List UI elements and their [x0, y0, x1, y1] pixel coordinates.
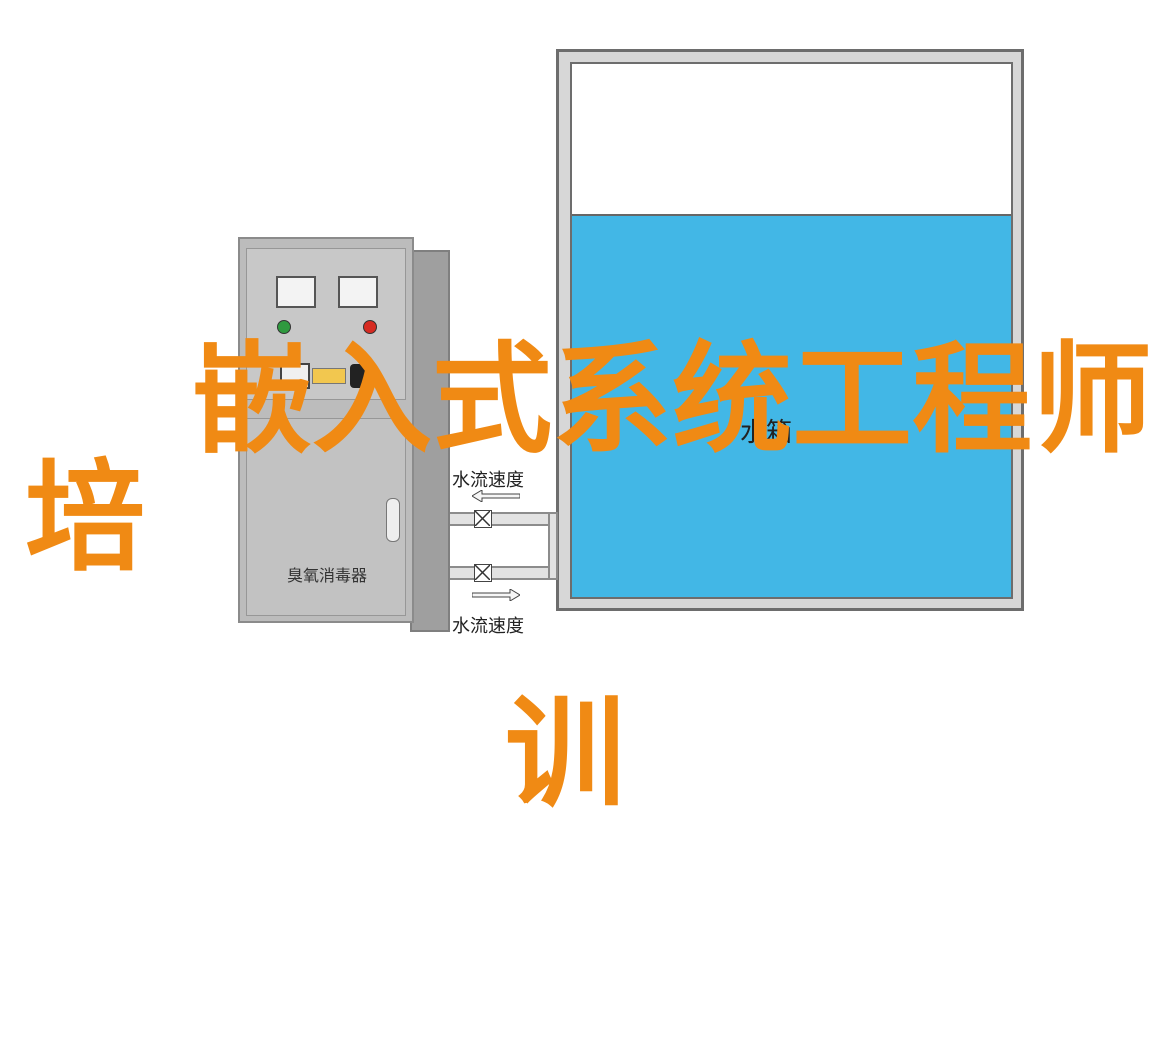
meter-left-icon: [276, 276, 316, 308]
flow-in-label: 水流速度: [452, 470, 524, 491]
warning-label-icon: [312, 368, 346, 384]
outlet-valve-icon: [474, 564, 492, 582]
cabinet-door: [246, 418, 406, 616]
inlet-valve-icon: [474, 510, 492, 528]
knob-icon: [350, 364, 368, 388]
title-line-1: 嵌入式系统工程师培: [25, 331, 1153, 588]
cabinet-side: [410, 250, 450, 632]
flow-out-label: 水流速度: [452, 616, 524, 637]
vertical-pipe: [548, 512, 558, 580]
green-button-icon: [277, 320, 291, 334]
water-fill: [572, 214, 1011, 597]
title: 嵌入式系统工程师培 训: [25, 224, 1155, 1050]
diagram: 水箱 水流速度 水流速度 臭氧消毒器 嵌入式系统工程师培 训: [25, 49, 1152, 815]
title-line-2: 训: [505, 685, 625, 824]
cabinet-label: 臭氧消毒器: [287, 566, 368, 585]
left-arrow-icon: [472, 490, 520, 502]
door-handle-icon: [386, 498, 400, 542]
meter-right-icon: [338, 276, 378, 308]
tank-label: 水箱: [740, 418, 793, 448]
red-button-icon: [363, 320, 377, 334]
water-level-line: [572, 214, 1011, 216]
controller-icon: [280, 363, 310, 389]
right-arrow-icon: [472, 589, 520, 601]
